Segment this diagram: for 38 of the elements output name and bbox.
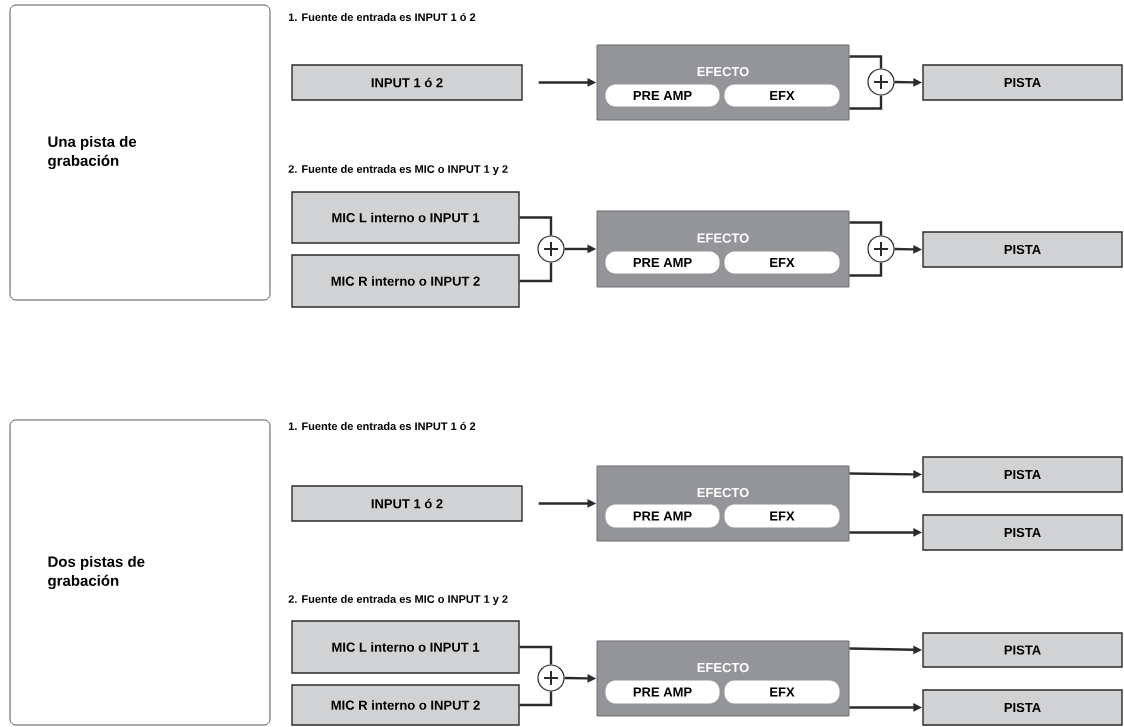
signal-box: PISTA bbox=[922, 689, 1123, 726]
arrow bbox=[849, 221, 883, 236]
effect-pill: PRE AMP bbox=[605, 680, 720, 704]
arrow bbox=[519, 645, 553, 665]
arrow bbox=[519, 691, 553, 707]
signal-box: MIC R interno o INPUT 2 bbox=[291, 254, 520, 308]
effect-pill: EFX bbox=[724, 84, 840, 107]
summing-junction bbox=[537, 235, 565, 263]
arrow bbox=[849, 262, 883, 277]
signal-box: MIC L interno o INPUT 1 bbox=[291, 620, 520, 674]
effect-pill: EFX bbox=[724, 251, 840, 274]
summing-junction bbox=[867, 68, 895, 96]
signal-box: PISTA bbox=[922, 231, 1123, 268]
summing-junction bbox=[867, 235, 895, 263]
arrow bbox=[849, 95, 883, 110]
panel-box: Dos pistas de grabación bbox=[9, 419, 271, 726]
effect-pill: EFX bbox=[724, 680, 840, 704]
signal-box: INPUT 1 ó 2 bbox=[291, 64, 523, 101]
effect-pill: PRE AMP bbox=[605, 504, 720, 528]
effect-pill: EFX bbox=[724, 504, 840, 528]
summing-junction bbox=[537, 664, 565, 692]
arrow bbox=[519, 216, 553, 236]
signal-box: INPUT 1 ó 2 bbox=[291, 485, 523, 522]
panel-box: Una pista de grabación bbox=[9, 4, 271, 301]
section-heading: 2. Fuente de entrada es MIC o INPUT 1 y 2 bbox=[288, 594, 508, 606]
arrow bbox=[519, 262, 553, 283]
section-heading: 2. Fuente de entrada es MIC o INPUT 1 y 2 bbox=[288, 164, 508, 176]
signal-box: MIC L interno o INPUT 1 bbox=[291, 191, 520, 244]
signal-box: PISTA bbox=[922, 514, 1123, 551]
arrow bbox=[849, 55, 883, 69]
effect-pill: PRE AMP bbox=[605, 84, 720, 107]
signal-box: PISTA bbox=[922, 64, 1123, 101]
effect-pill: PRE AMP bbox=[605, 251, 720, 274]
signal-box: PISTA bbox=[922, 632, 1123, 668]
section-heading: 1. Fuente de entrada es INPUT 1 ó 2 bbox=[288, 12, 476, 22]
signal-box: PISTA bbox=[922, 456, 1123, 493]
signal-box: MIC R interno o INPUT 2 bbox=[291, 684, 520, 726]
section-heading: 1. Fuente de entrada es INPUT 1 ó 2 bbox=[288, 421, 476, 431]
